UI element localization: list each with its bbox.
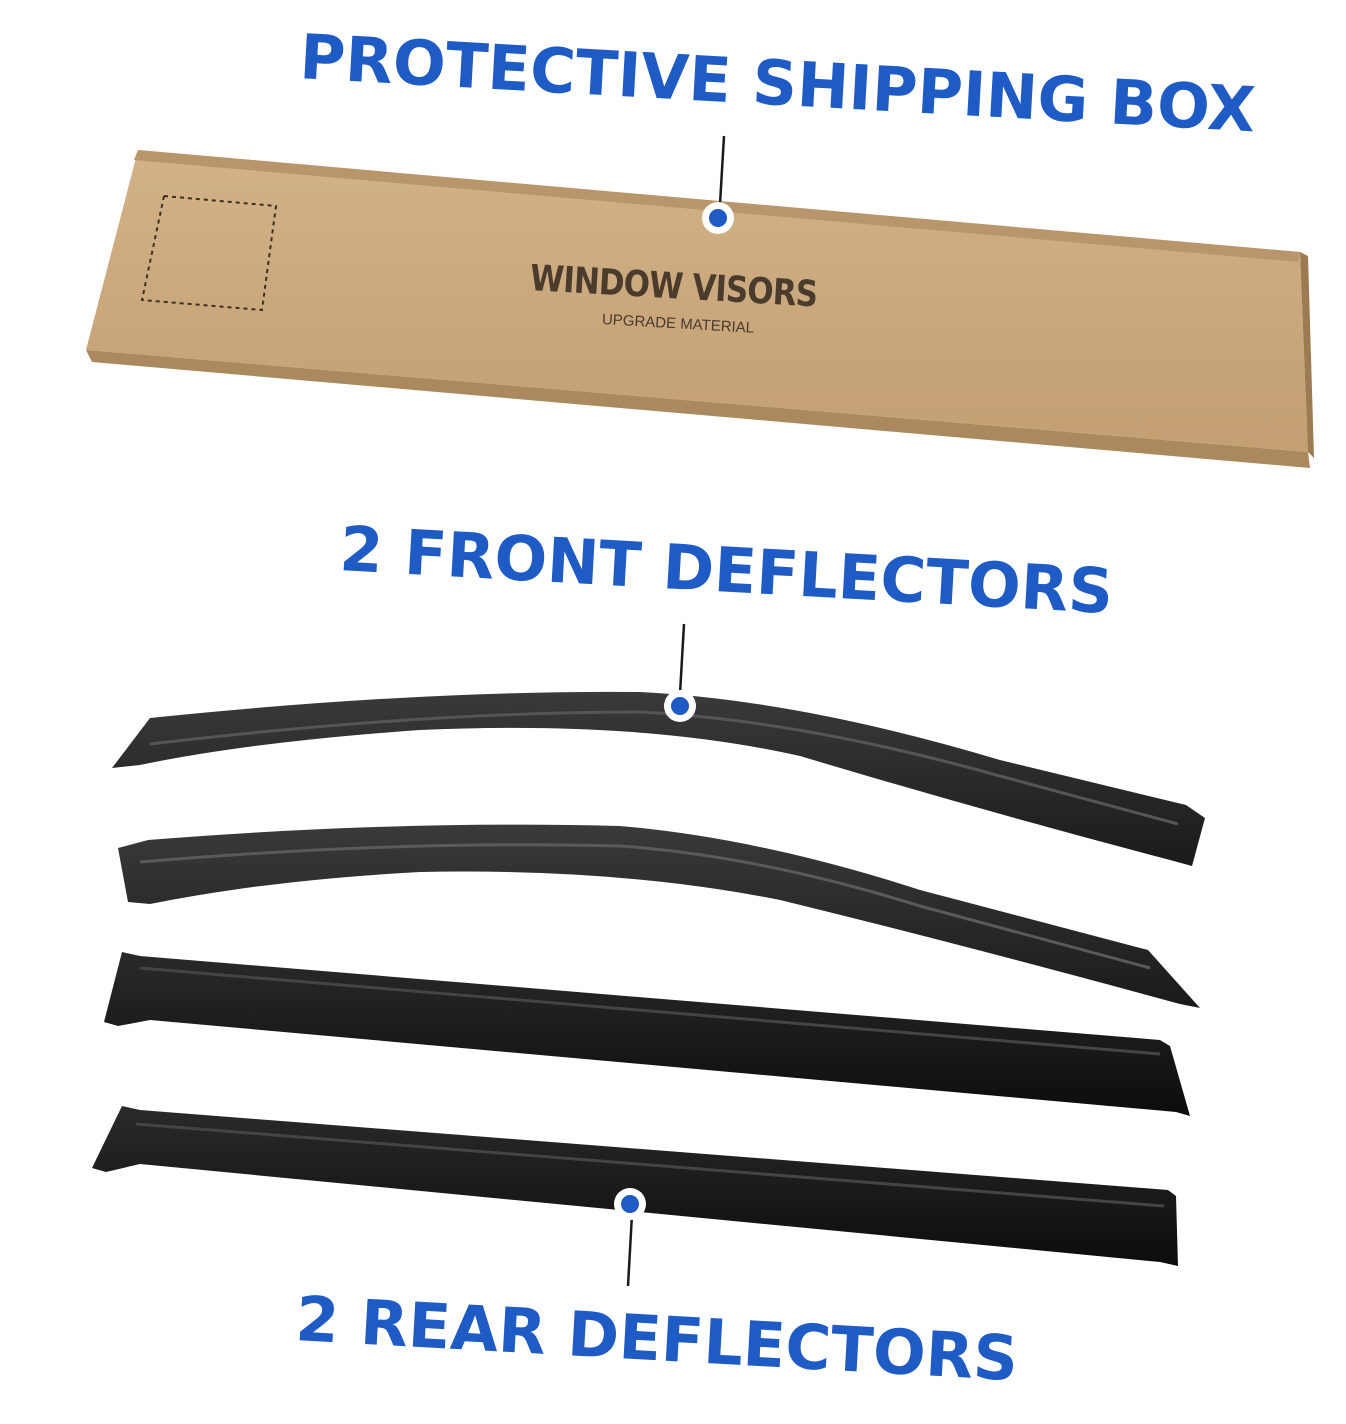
- shipping-box: [86, 150, 1314, 468]
- front-deflector-2-body: [118, 824, 1200, 1008]
- front-deflector-1-body: [112, 691, 1205, 866]
- front-deflector-1: [112, 691, 1205, 866]
- front-leader-line: [678, 623, 686, 695]
- rear-leader-line: [626, 1213, 634, 1287]
- front-deflector-1-rib: [149, 710, 1179, 826]
- rear-deflector-1: [104, 952, 1190, 1116]
- rear-deflector-1-rib: [139, 966, 1161, 1056]
- rear-deflector-2-body: [92, 1106, 1178, 1266]
- callout-dot-icon: [664, 690, 696, 722]
- box-leader-line: [718, 135, 726, 205]
- box-front-face: [86, 150, 1308, 452]
- rear-deflector-1-body: [104, 952, 1190, 1116]
- front-deflector-2: [118, 824, 1200, 1008]
- box-bottom-edge: [86, 350, 1310, 468]
- box-right-end: [1300, 252, 1314, 458]
- box-print-area: [140, 194, 278, 312]
- rear-deflector-2-rib: [135, 1122, 1165, 1208]
- front-deflector-2-rib: [139, 843, 1151, 970]
- callout-dot-icon: [614, 1188, 646, 1220]
- rear-deflector-2: [92, 1106, 1178, 1266]
- callout-dot-icon: [702, 202, 734, 234]
